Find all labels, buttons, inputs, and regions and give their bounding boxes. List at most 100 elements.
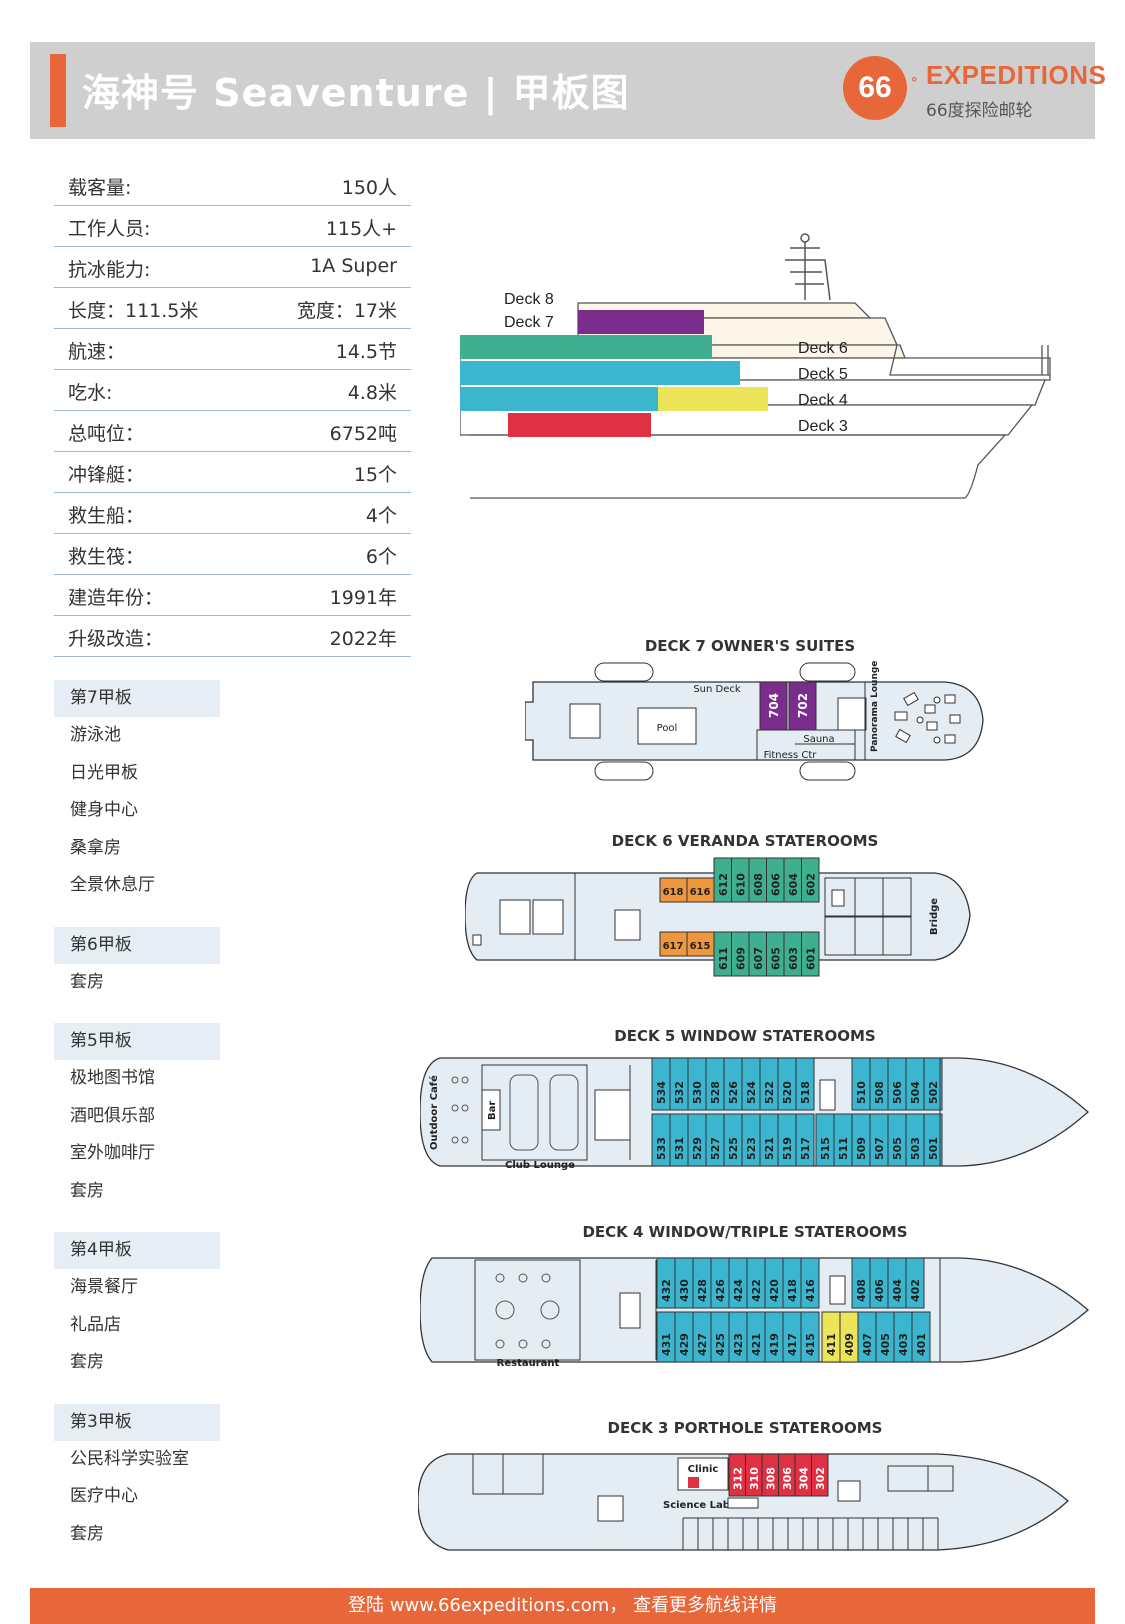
cabin-label-616: 616 — [690, 887, 711, 898]
cabin-label-518: 518 — [799, 1081, 812, 1104]
deck-facility-item: 套房 — [70, 971, 104, 992]
spec-value: 4.8米 — [347, 382, 397, 404]
club-lounge-label: Club Lounge — [505, 1160, 575, 1171]
deck4-plan-title: DECK 4 WINDOW/TRIPLE STATEROOMS — [582, 1223, 908, 1241]
cabin-517 — [795, 1113, 815, 1167]
cabin-label-533: 533 — [655, 1137, 668, 1160]
pool-label: Pool — [657, 723, 678, 734]
cabin-label-519: 519 — [781, 1137, 794, 1160]
cabin-label-308: 308 — [764, 1467, 777, 1490]
cabin-label-534: 534 — [655, 1081, 668, 1104]
deck-facility-item: 健身中心 — [70, 800, 138, 820]
restaurant-label: Restaurant — [497, 1358, 560, 1369]
spec-key: 救生船： — [68, 505, 145, 527]
cabin-label-405: 405 — [879, 1333, 892, 1356]
side-label-deck4: Deck 4 — [798, 392, 848, 409]
spec-row: 总吨位：6752吨 — [54, 411, 411, 452]
cabin-label-601: 601 — [804, 947, 817, 970]
cabin-label-431: 431 — [660, 1333, 673, 1356]
spec-key: 抗冰能力: — [68, 259, 151, 281]
cabin-501 — [923, 1113, 943, 1167]
spec-value: 6个 — [365, 546, 397, 568]
clinic-label: Clinic — [688, 1464, 719, 1475]
deck-facility-item: 日光甲板 — [70, 762, 138, 783]
deck7-zone — [578, 310, 704, 334]
cabin-702 — [788, 681, 817, 731]
cabin-label-508: 508 — [873, 1081, 886, 1104]
cabin-label-606: 606 — [769, 873, 782, 896]
cabin-label-404: 404 — [891, 1279, 904, 1302]
deck-group: 第6甲板套房 — [54, 926, 220, 1002]
cabin-label-409: 409 — [843, 1333, 856, 1356]
cabin-label-423: 423 — [732, 1333, 745, 1356]
cabin-label-418: 418 — [786, 1279, 799, 1302]
cabin-label-411: 411 — [825, 1333, 838, 1356]
cabin-label-429: 429 — [678, 1333, 691, 1356]
cabin-label-520: 520 — [781, 1081, 794, 1104]
cabin-label-419: 419 — [768, 1333, 781, 1356]
lounge-furniture-icon — [451, 1074, 579, 1151]
spec-row: 工作人员:115人+ — [54, 206, 411, 247]
deck4-zone — [460, 387, 658, 411]
restaurant-tables-icon — [495, 1273, 560, 1349]
cabin-label-408: 408 — [855, 1279, 868, 1302]
deck-heading: 第5甲板 — [54, 1023, 220, 1060]
science-lab-label: Science Lab — [663, 1500, 730, 1511]
deck-group: 第4甲板海景餐厅礼品店套房 — [54, 1232, 220, 1382]
cabin-label-602: 602 — [804, 873, 817, 896]
spec-key: 吃水: — [68, 382, 113, 404]
cabin-label-432: 432 — [660, 1279, 673, 1302]
cabin-label-415: 415 — [804, 1333, 817, 1356]
cabin-label-530: 530 — [691, 1081, 704, 1104]
spec-key: 长度：111.5米 — [68, 300, 199, 322]
cabin-label-607: 607 — [752, 947, 765, 970]
deck3-plan-title: DECK 3 PORTHOLE STATEROOMS — [607, 1419, 883, 1437]
cabin-label-501: 501 — [927, 1137, 940, 1160]
medical-cross-icon — [688, 1477, 699, 1488]
deck5-plan-title: DECK 5 WINDOW STATEROOMS — [614, 1027, 876, 1045]
deck-facility-item: 套房 — [70, 1352, 104, 1372]
deck-facility-item: 医疗中心 — [70, 1486, 138, 1506]
spec-key: 总吨位： — [68, 423, 145, 445]
spec-value: 4个 — [365, 505, 397, 527]
spec-key: 工作人员: — [68, 218, 151, 240]
cabin-label-509: 509 — [855, 1137, 868, 1160]
cabin-label-403: 403 — [897, 1333, 910, 1356]
cabin-label-506: 506 — [891, 1081, 904, 1104]
cabin-label-504: 504 — [909, 1081, 922, 1104]
spec-row: 救生船： 4个 — [54, 493, 411, 534]
cabin-416 — [800, 1257, 820, 1309]
spec-key: 航速： — [68, 341, 126, 363]
cabin-label-420: 420 — [768, 1279, 781, 1302]
spec-row: 救生筏：6个 — [54, 534, 411, 575]
cabin-518 — [795, 1057, 815, 1111]
deck-facility-item: 全景休息厅 — [70, 875, 155, 895]
cabin-704 — [759, 681, 788, 731]
deck-heading: 第7甲板 — [54, 680, 220, 717]
spec-key: 载客量: — [68, 177, 132, 199]
deck-facility-item: 公民科学实验室 — [70, 1448, 189, 1469]
cabin-label-515: 515 — [819, 1137, 832, 1160]
side-label-deck3: Deck 3 — [798, 418, 848, 435]
spec-row: 载客量:150人 — [54, 165, 411, 206]
spec-value: 14.5节 — [335, 341, 397, 363]
cabin-label-618: 618 — [663, 887, 684, 898]
footer-banner: 登陆 www.66expeditions.com， 查看更多航线详情 — [30, 1588, 1095, 1624]
deck-heading: 第6甲板 — [54, 926, 220, 964]
deck5-zone — [460, 361, 740, 385]
cabin-label-532: 532 — [673, 1081, 686, 1104]
cabin-label-421: 421 — [750, 1333, 763, 1356]
cabin-601 — [801, 931, 820, 977]
header-accent-bar — [50, 54, 66, 127]
deck6-forward-rooms — [824, 877, 912, 956]
cabin-label-615: 615 — [690, 941, 711, 952]
cabin-label-406: 406 — [873, 1279, 886, 1302]
outdoor-cafe-label: Outdoor Café — [428, 1075, 440, 1150]
cabin-label-531: 531 — [673, 1137, 686, 1160]
cabin-label-402: 402 — [909, 1279, 922, 1302]
cabin-label-528: 528 — [709, 1081, 722, 1104]
cabin-label-529: 529 — [691, 1137, 704, 1160]
